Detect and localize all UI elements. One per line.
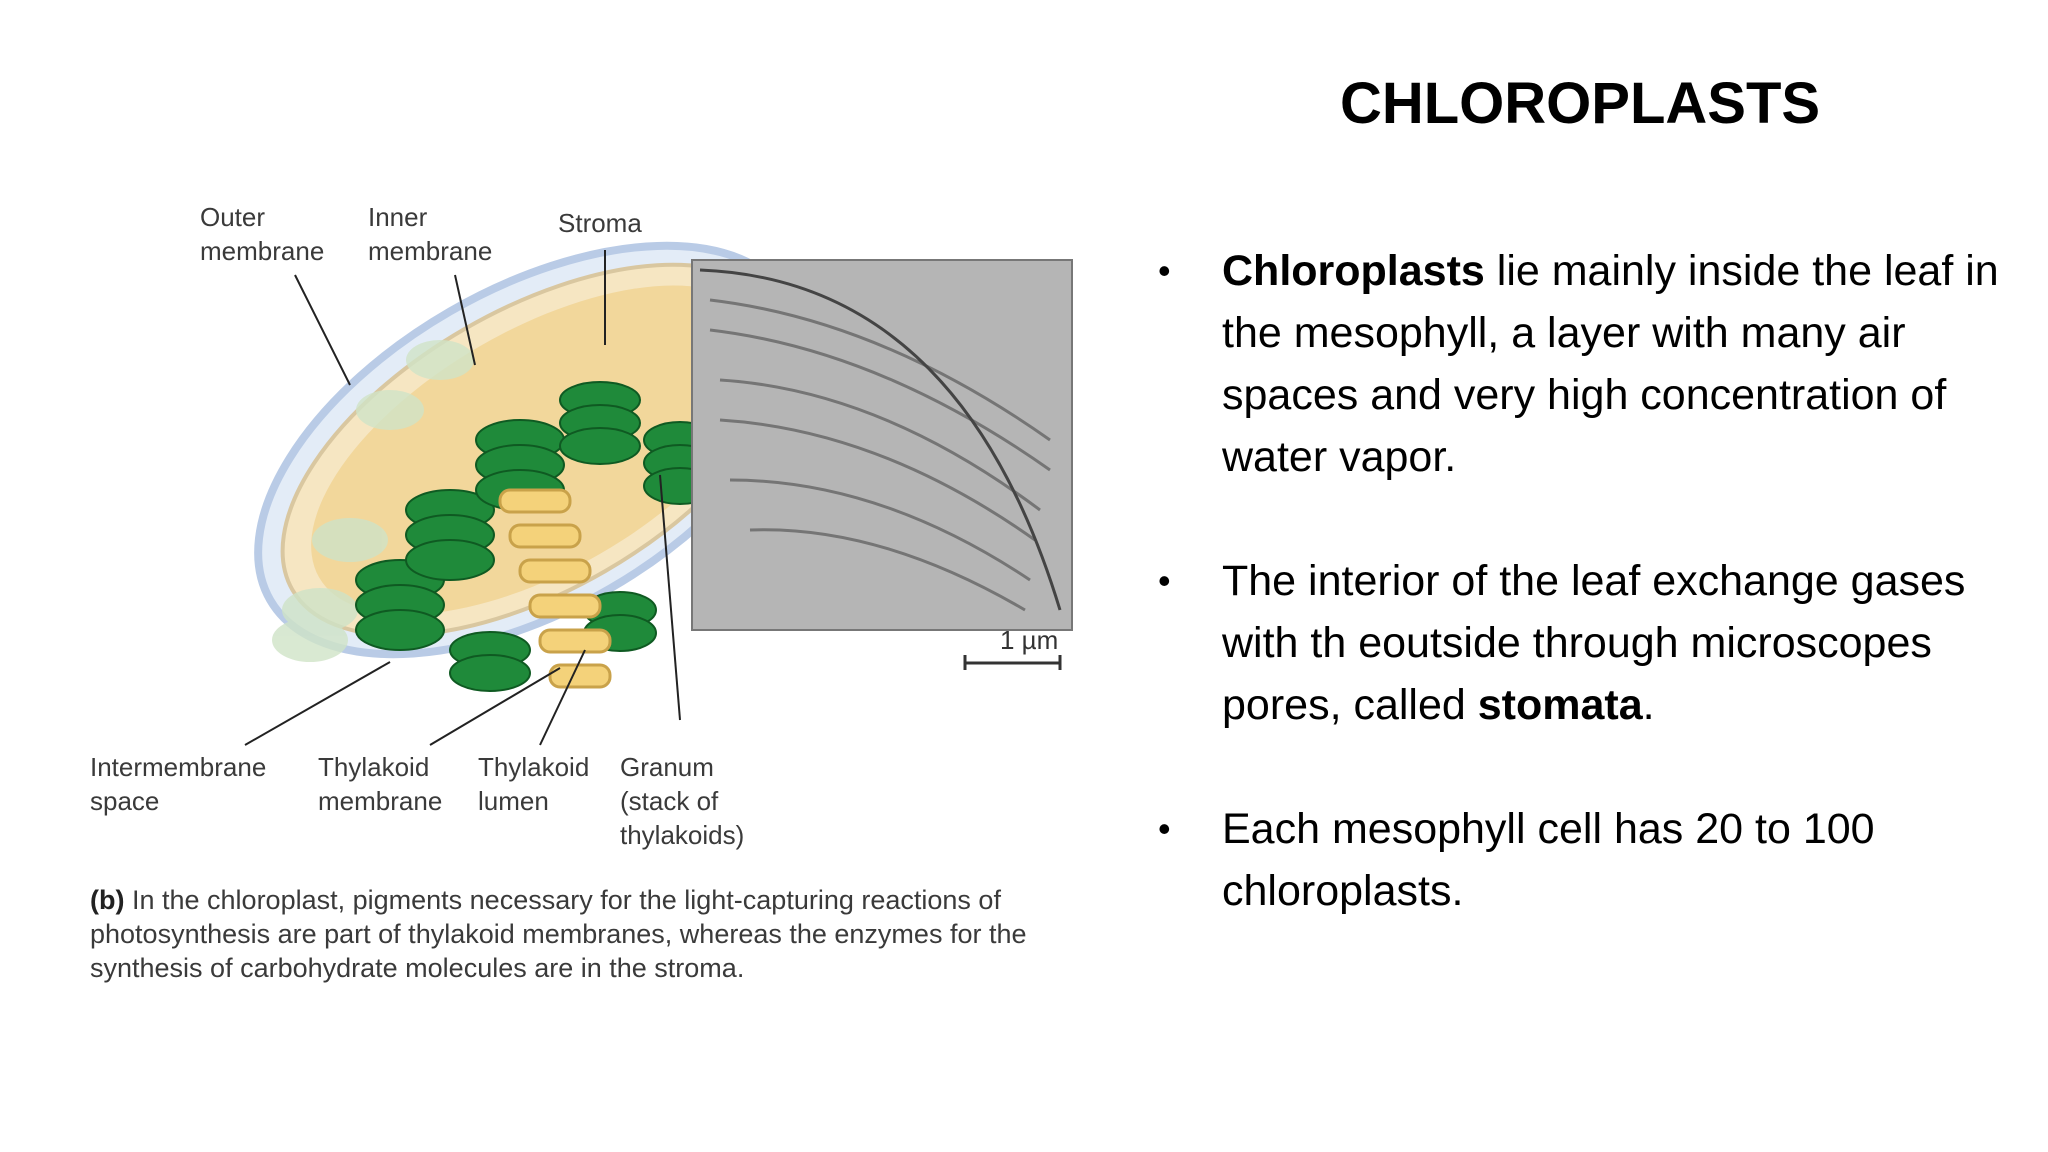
bullet-item: • Each mesophyll cell has 20 to 100 chlo… [1150, 798, 2000, 922]
bullet-item: • Chloroplasts lie mainly inside the lea… [1150, 240, 2000, 488]
label-intermembrane-space: Intermembrane space [90, 752, 267, 816]
label-stroma: Stroma [558, 208, 642, 238]
bullet-text: The interior of the leaf exchange gases … [1222, 557, 1966, 729]
micrograph-texture [709, 298, 1051, 612]
figure-caption: (b) In the chloroplast, pigments necessa… [90, 883, 1040, 985]
chloroplast-diagram [244, 241, 1073, 746]
leader-lines [244, 250, 681, 746]
bullet-dot-icon: • [1158, 250, 1171, 291]
bullet-dot-icon: • [1158, 560, 1171, 601]
bullet-item: • The interior of the leaf exchange gase… [1150, 550, 2000, 736]
label-outer-membrane: Outer membrane [200, 202, 325, 266]
chloroplast-figure: Outer membrane Inner membrane Stroma Int… [60, 180, 1110, 1040]
bullet-dot-icon: • [1158, 808, 1171, 849]
label-inner-membrane: Inner membrane [368, 202, 493, 266]
micrograph-membrane [699, 268, 1062, 611]
bullet-text: lie mainly inside the leaf in the mesoph… [1222, 247, 1999, 481]
bold-term: stomata [1477, 681, 1643, 729]
label-thylakoid-membrane: Thylakoid membrane [318, 752, 443, 816]
scale-bar-label: 1 µm [1000, 625, 1059, 655]
label-granum: Granum (stack of thylakoids) [620, 752, 745, 850]
bullet-text: Each mesophyll cell has 20 to 100 chloro… [1222, 805, 1875, 915]
caption-text: In the chloroplast, pigments necessary f… [90, 885, 1027, 983]
caption-lead: (b) [90, 885, 125, 915]
outer-grana-shapes [272, 340, 474, 662]
bullet-list: • Chloroplasts lie mainly inside the lea… [1150, 240, 2000, 984]
label-thylakoid-lumen: Thylakoid lumen [478, 752, 590, 816]
micrograph-inset [691, 259, 1073, 631]
thylakoid-lumen-cutaway [498, 488, 612, 689]
bullet-text-end: . [1642, 681, 1655, 729]
scale-bar [963, 655, 1062, 670]
grana-stacks [355, 381, 717, 692]
bold-term: Chloroplasts [1222, 247, 1485, 295]
slide-title: CHLOROPLASTS [1339, 71, 1821, 136]
